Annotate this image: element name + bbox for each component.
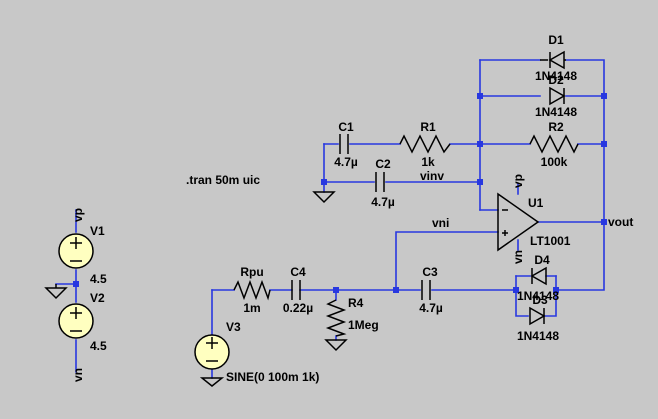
rpu-value: 1m xyxy=(243,301,260,315)
r2-value: 100k xyxy=(541,155,568,169)
v1-name: V1 xyxy=(90,224,105,238)
diode-d4[interactable]: D4 1N4148 xyxy=(517,253,559,303)
diode-d1[interactable]: D1 1N4148 xyxy=(535,33,577,83)
r1-name: R1 xyxy=(420,120,436,134)
net-label-vout: vout xyxy=(608,215,633,229)
capacitor-c4[interactable]: C4 0.22µ xyxy=(283,265,313,315)
v3-value: SINE(0 100m 1k) xyxy=(226,370,319,384)
resistor-r2[interactable]: R2 100k xyxy=(529,120,579,169)
resistor-r4[interactable]: R4 1Meg xyxy=(325,296,379,337)
u1-name: U1 xyxy=(528,196,544,210)
d2-name: D2 xyxy=(548,73,564,87)
ground-icon xyxy=(312,191,336,204)
diode-d3[interactable]: D3 1N4148 xyxy=(517,293,559,343)
v1-value: 4.5 xyxy=(90,272,107,286)
r1-value: 1k xyxy=(421,155,435,169)
c2-name: C2 xyxy=(375,157,391,171)
u1-vn-label: vn xyxy=(511,250,525,264)
c2-value: 4.7µ xyxy=(371,195,395,209)
d1-name: D1 xyxy=(548,33,564,47)
sine-source-v3[interactable]: V3 SINE(0 100m 1k) xyxy=(194,320,319,384)
c3-value: 4.7µ xyxy=(419,301,443,315)
v3-name: V3 xyxy=(226,320,241,334)
capacitor-c2[interactable]: C2 4.7µ xyxy=(371,157,395,209)
voltage-source-v1[interactable]: V1 4.5 vp xyxy=(58,208,107,286)
net-label-vinv: vinv xyxy=(420,169,444,183)
spice-directive[interactable]: .tran 50m uic xyxy=(186,173,260,187)
c4-name: C4 xyxy=(290,265,306,279)
v2-name: V2 xyxy=(90,291,105,305)
opamp-u1[interactable]: U1 LT1001 vp vn xyxy=(497,174,571,264)
d2-model: 1N4148 xyxy=(535,105,577,119)
voltage-source-v2[interactable]: V2 4.5 vn xyxy=(58,291,107,382)
r4-name: R4 xyxy=(348,296,364,310)
d3-name: D3 xyxy=(532,293,548,307)
diode-d2[interactable]: D2 1N4148 xyxy=(535,73,577,119)
d4-name: D4 xyxy=(534,253,550,267)
junctions xyxy=(73,93,607,293)
resistor-r1[interactable]: R1 1k xyxy=(399,120,451,169)
d3-model: 1N4148 xyxy=(517,329,559,343)
net-label-vni: vni xyxy=(432,216,449,230)
capacitor-c3[interactable]: C3 4.7µ xyxy=(419,265,443,315)
r2-name: R2 xyxy=(548,120,564,134)
resistor-rpu[interactable]: Rpu 1m xyxy=(233,265,271,315)
ground-icon xyxy=(44,284,68,300)
r4-value: 1Meg xyxy=(348,318,379,332)
ground-icon xyxy=(324,339,348,352)
v1-vp-label: vp xyxy=(71,208,85,222)
rpu-name: Rpu xyxy=(240,265,263,279)
ground-icon xyxy=(199,377,225,387)
d4-model: 1N4148 xyxy=(517,289,559,303)
c1-value: 4.7µ xyxy=(334,155,358,169)
v2-vn-label: vn xyxy=(71,368,85,382)
c1-name: C1 xyxy=(338,120,354,134)
u1-model: LT1001 xyxy=(530,234,571,248)
capacitor-c1[interactable]: C1 4.7µ xyxy=(334,120,358,169)
c3-name: C3 xyxy=(422,265,438,279)
v2-value: 4.5 xyxy=(90,339,107,353)
d1-model: 1N4148 xyxy=(535,69,577,83)
c4-value: 0.22µ xyxy=(283,301,313,315)
u1-vp-label: vp xyxy=(511,174,525,188)
